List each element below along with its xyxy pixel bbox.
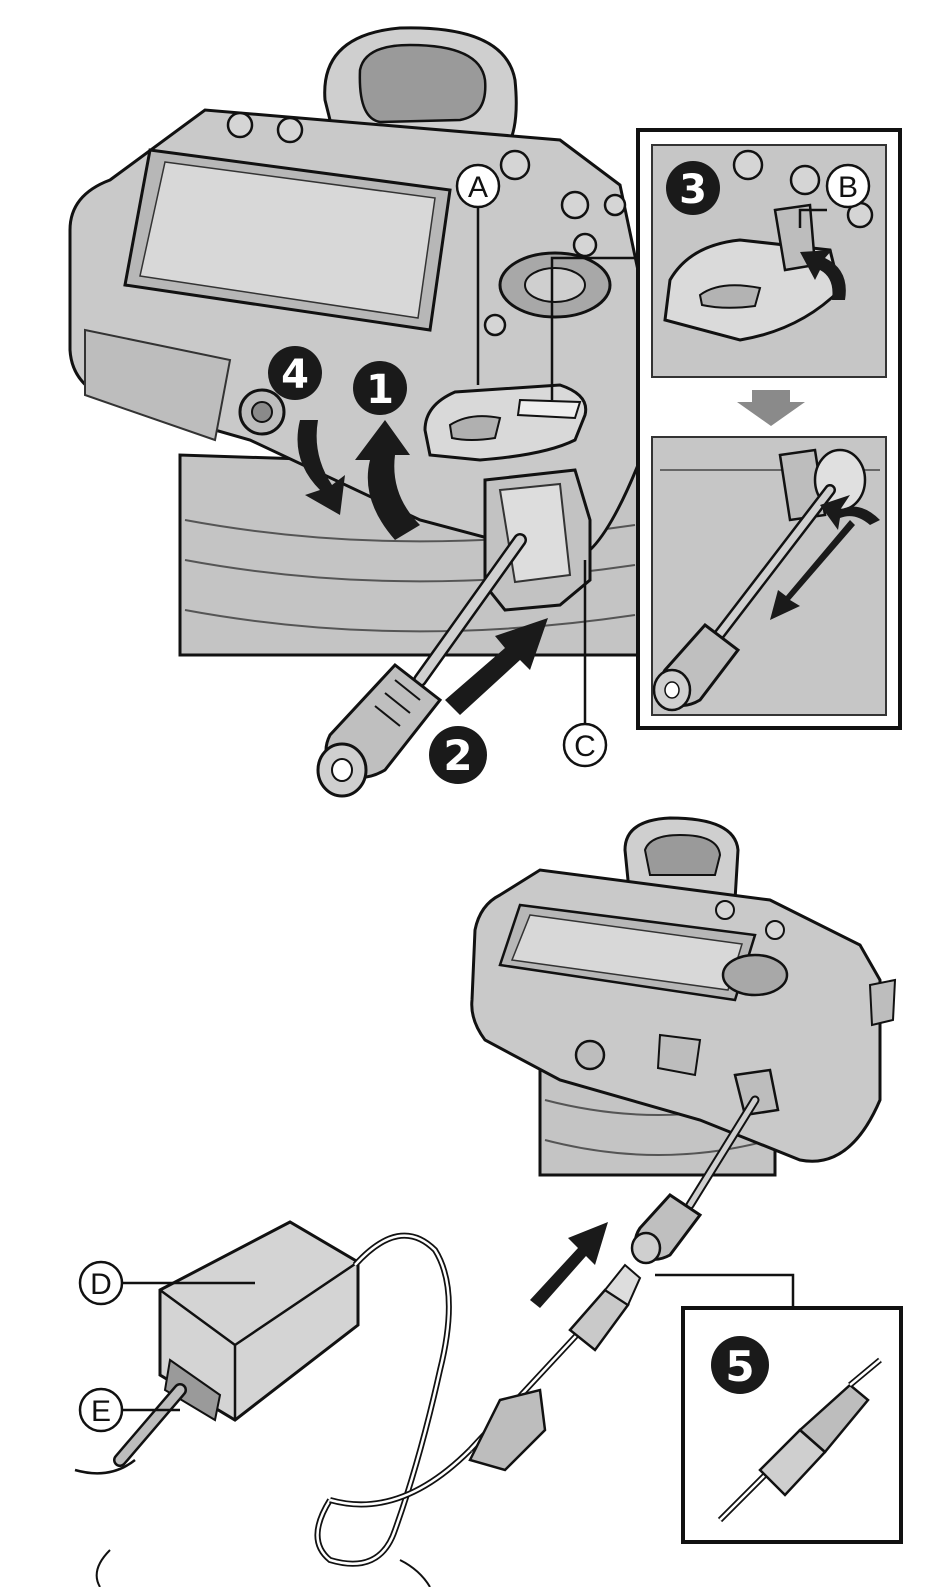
callout-B-label: B bbox=[838, 171, 858, 204]
camera-connected-illustration bbox=[470, 816, 897, 1265]
callout-D: D bbox=[78, 1260, 255, 1306]
inset-step5-panel bbox=[681, 1306, 903, 1544]
step-badge-3: 3 bbox=[666, 161, 720, 215]
arrow-connect-icon bbox=[530, 1222, 608, 1308]
arrow-rotate-close-icon bbox=[297, 420, 345, 515]
inset-step3-panel bbox=[636, 128, 902, 730]
step-badge-1: 1 bbox=[353, 361, 407, 415]
callout-D-label: D bbox=[90, 1268, 112, 1301]
step-badge-2: 2 bbox=[429, 726, 487, 784]
camera-main-illustration bbox=[68, 26, 642, 798]
callout-C-label: C bbox=[574, 730, 596, 763]
callout-B: B bbox=[798, 163, 871, 228]
callout-A: A bbox=[455, 163, 501, 385]
arrow-rotate-open-icon bbox=[355, 420, 420, 540]
callout-A-label: A bbox=[468, 171, 488, 204]
ac-adaptor-illustration bbox=[74, 1220, 642, 1587]
step-badge-4: 4 bbox=[268, 346, 322, 400]
step-2-number: 2 bbox=[443, 731, 472, 780]
arrow-insert-coupler-icon bbox=[445, 618, 548, 715]
callout-E: E bbox=[78, 1387, 180, 1433]
step-badge-5: 5 bbox=[711, 1336, 769, 1394]
leader-line-step5 bbox=[655, 1273, 795, 1308]
step-1-number: 1 bbox=[366, 367, 394, 413]
leader-line-inset bbox=[550, 256, 638, 400]
callout-E-label: E bbox=[91, 1395, 111, 1428]
step-5-number: 5 bbox=[725, 1342, 754, 1391]
callout-C: C bbox=[562, 560, 608, 768]
step-3-number: 3 bbox=[679, 167, 707, 213]
step-4-number: 4 bbox=[281, 352, 309, 398]
